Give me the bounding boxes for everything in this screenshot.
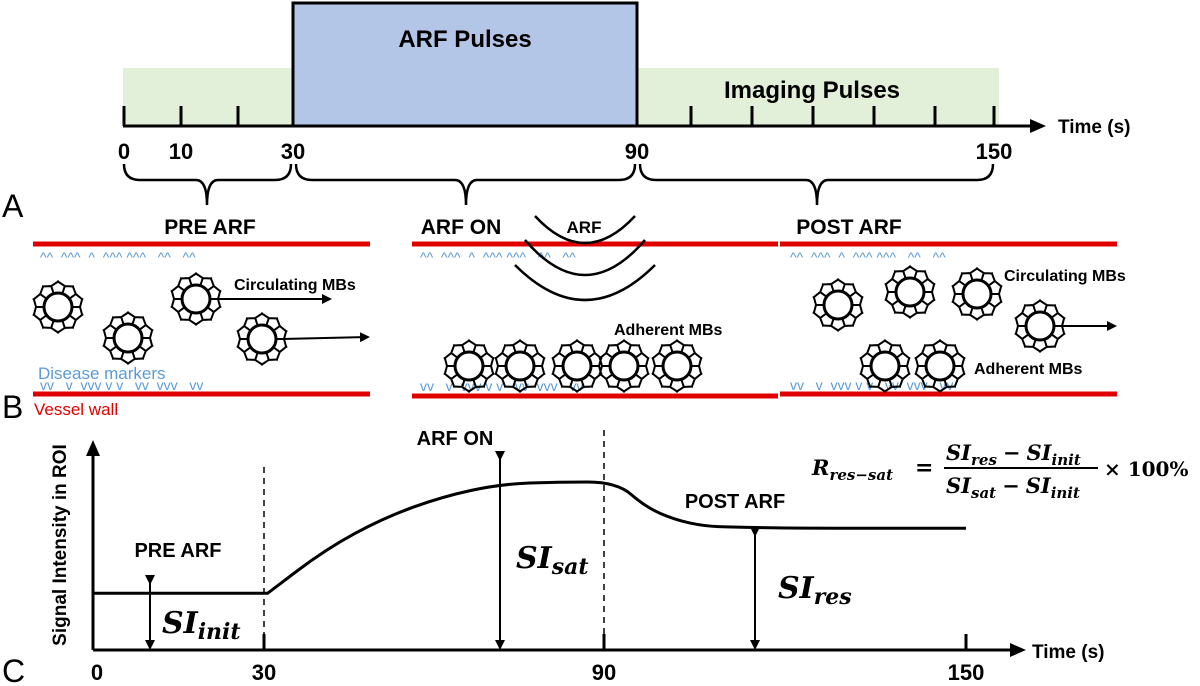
si-res-sub: res xyxy=(814,584,852,610)
microbubble xyxy=(236,312,288,366)
adherent-mbs-label-post: Adherent MBs xyxy=(974,361,1083,378)
y-axis-arrow xyxy=(86,440,100,456)
circulating-mbs-label-pre: Circulating MBs xyxy=(234,277,356,294)
si-res-label: SIres xyxy=(778,571,852,610)
formula-times-100: × 100% xyxy=(1104,457,1188,481)
tick-c-150: 150 xyxy=(948,660,985,685)
den-si-sat: SI xyxy=(946,473,972,498)
formula-lhs-main: R xyxy=(811,455,829,480)
time-axis-a-ticks xyxy=(122,106,996,126)
microbubble xyxy=(884,265,936,319)
arf-on-curve-label: ARF ON xyxy=(417,428,494,450)
den-si-init-sub: init xyxy=(1051,484,1080,502)
imaging-band-right xyxy=(637,68,999,126)
num-si-res-sub: res xyxy=(971,451,997,469)
time-axis-a-label: Time (s) xyxy=(1058,117,1131,138)
arf-wavefronts xyxy=(514,215,656,302)
disease-markers-bottom-pre: vv v vvv v v vv vvv vv xyxy=(40,377,203,393)
microbubble xyxy=(859,339,911,393)
adherent-mbs-label-on: Adherent MBs xyxy=(614,322,723,339)
imaging-pulses-label: Imaging Pulses xyxy=(724,77,900,104)
disease-markers-top-on: ^^ ^^^ ^ ^^^ ^^^ ^^ ^^ xyxy=(420,249,576,265)
formula-lhs-sub: res−sat xyxy=(829,466,893,484)
panel-a: ARF Pulses Imaging Pulses Time (s) 0 10 … xyxy=(2,1,1131,224)
microbubble xyxy=(812,278,864,332)
tick-c-30: 30 xyxy=(252,660,276,685)
microbubble xyxy=(443,339,495,393)
formula-equals: = xyxy=(915,455,933,481)
tick-a-0: 0 xyxy=(118,139,130,164)
arf-on-title: ARF ON xyxy=(421,216,502,239)
tick-a-90: 90 xyxy=(625,139,649,164)
arf-label: ARF xyxy=(567,218,602,237)
si-sat-sub: sat xyxy=(551,554,589,580)
vessel-wall-label: Vessel wall xyxy=(34,400,118,419)
pre-arf-curve-label: PRE ARF xyxy=(134,540,221,562)
panel-c-letter: C xyxy=(2,653,25,686)
formula-numerator: SIres−SIinit xyxy=(946,440,1081,469)
post-arf-title: POST ARF xyxy=(796,216,902,239)
formula-denominator: SIsat−SIinit xyxy=(946,473,1080,502)
microbubble xyxy=(170,272,222,326)
pre-arf-scene: PRE ARF ^^ ^^^ ^ ^^^ ^^^ ^^ ^^ vv v vvv … xyxy=(32,216,370,419)
x-axis-arrow xyxy=(1010,643,1026,657)
post-arf-curve-label: POST ARF xyxy=(685,491,785,513)
si-sat-label: SIsat xyxy=(516,541,589,580)
microbubble xyxy=(1014,299,1066,353)
microbubble xyxy=(102,311,154,365)
phase-braces xyxy=(122,163,995,206)
num-minus: − xyxy=(1003,440,1021,465)
x-axis-label: Time (s) xyxy=(1032,642,1105,663)
circulating-arrow xyxy=(281,332,370,343)
tick-c-90: 90 xyxy=(592,660,616,685)
ratio-formula: Rres−sat = SIres−SIinit SIsat−SIinit × 1… xyxy=(811,440,1188,502)
si-res-main: SI xyxy=(778,571,815,606)
microbubble xyxy=(598,339,650,393)
microbubble xyxy=(551,339,603,393)
arf-on-scene: ARF ON ^^ ^^^ ^ ^^^ ^^^ ^^ ^^ vv v vvv v… xyxy=(412,215,778,399)
disease-markers-label: Disease markers xyxy=(38,364,166,383)
circulating-mbs-label-post: Circulating MBs xyxy=(1004,268,1126,285)
si-init-label: SIinit xyxy=(162,606,241,645)
panel-c: C Signal Intensity in ROI Time (s) 0 30 … xyxy=(2,428,1188,686)
num-si-res: SI xyxy=(946,440,972,465)
si-init-sub: init xyxy=(198,619,241,645)
num-si-init-sub: init xyxy=(1052,451,1081,469)
microbubble xyxy=(914,339,966,393)
formula-lhs: Rres−sat xyxy=(811,455,893,484)
post-arf-scene: POST ARF ^^ ^^^ ^ ^^^ ^^^ ^^ ^^ vv v vvv… xyxy=(780,216,1126,397)
disease-markers-bottom-on: vv v vvv v v vv vvv vv xyxy=(420,378,583,394)
y-axis-label: Signal Intensity in ROI xyxy=(50,444,71,646)
num-si-init: SI xyxy=(1027,440,1053,465)
tick-a-10: 10 xyxy=(169,139,193,164)
den-si-sat-sub: sat xyxy=(971,484,996,502)
si-sat-main: SI xyxy=(516,541,553,576)
tick-c-0: 0 xyxy=(91,660,103,685)
pre-arf-title: PRE ARF xyxy=(164,216,256,239)
arf-pulse-block xyxy=(291,1,639,128)
panel-b: B PRE ARF ^^ ^^^ ^ ^^^ ^^^ ^^ ^^ vv v vv… xyxy=(2,215,1126,425)
den-si-init: SI xyxy=(1026,473,1052,498)
panel-b-letter: B xyxy=(2,389,23,425)
si-init-main: SI xyxy=(162,606,199,641)
disease-markers-top-post: ^^ ^^^ ^ ^^^ ^^^ ^^ ^^ xyxy=(790,249,946,265)
disease-markers-top-pre: ^^ ^^^ ^ ^^^ ^^^ ^^ ^^ xyxy=(40,249,196,265)
signal-intensity-curve xyxy=(93,480,966,595)
tick-a-150: 150 xyxy=(976,139,1013,164)
microbubble xyxy=(32,280,84,334)
microbubble xyxy=(651,339,703,393)
tick-a-30: 30 xyxy=(281,139,305,164)
microbubble xyxy=(494,339,546,393)
microbubble xyxy=(951,267,1003,321)
panel-a-letter: A xyxy=(2,188,24,224)
den-minus: − xyxy=(1002,473,1020,498)
time-axis-a-arrow xyxy=(1030,119,1046,133)
disease-markers-bottom-post: vv v vvv v v vv vvv vv xyxy=(790,377,953,393)
imaging-band-left xyxy=(123,68,293,126)
arf-pulses-label: ARF Pulses xyxy=(398,26,531,53)
